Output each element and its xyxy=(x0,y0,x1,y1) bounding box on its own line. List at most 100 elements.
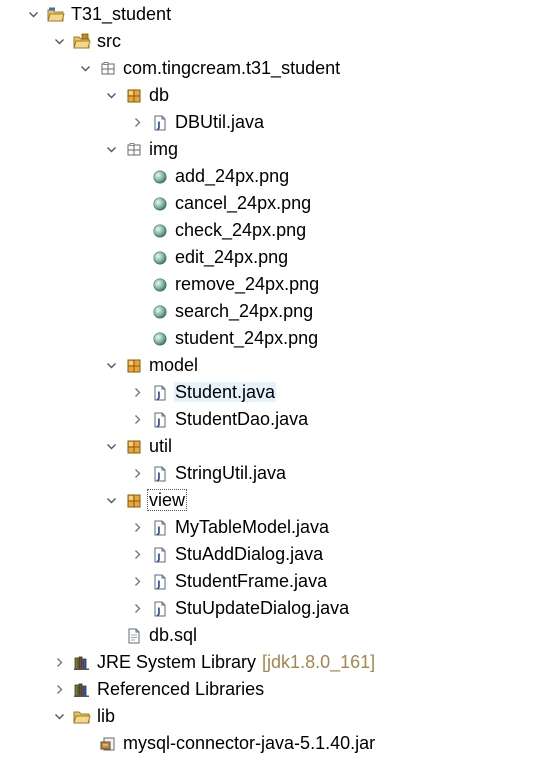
tree-item-cancel-png[interactable]: cancel_24px.png xyxy=(0,190,541,217)
chevron-right-icon[interactable] xyxy=(130,109,146,136)
tree-item-label: src xyxy=(96,28,122,55)
chevron-right-icon[interactable] xyxy=(130,379,146,406)
tree-item-text: db.sql xyxy=(149,625,198,645)
tree-item-stuupdatedialog-java[interactable]: J StuUpdateDialog.java xyxy=(0,595,541,622)
tree-item-util[interactable]: util xyxy=(0,433,541,460)
tree-item-label: StringUtil.java xyxy=(174,460,287,487)
tree-item-referenced-libraries[interactable]: Referenced Libraries xyxy=(0,676,541,703)
chevron-right-icon[interactable] xyxy=(130,514,146,541)
tree-item-text: MyTableModel.java xyxy=(175,517,330,537)
svg-text:J: J xyxy=(156,418,160,428)
chevron-down-icon[interactable] xyxy=(104,487,120,514)
java-file-icon: J xyxy=(151,519,169,537)
tree-item-label: view xyxy=(146,487,188,514)
tree-item-label: JRE System Library[jdk1.8.0_161] xyxy=(96,649,375,676)
tree-item-student-png[interactable]: student_24px.png xyxy=(0,325,541,352)
svg-text:J: J xyxy=(156,526,160,536)
tree-item-text: StuAddDialog.java xyxy=(175,544,324,564)
tree-item-text: mysql-connector-java-5.1.40.jar xyxy=(123,733,376,753)
tree-item-label: MyTableModel.java xyxy=(174,514,330,541)
chevron-down-icon[interactable] xyxy=(104,136,120,163)
chevron-right-icon[interactable] xyxy=(130,595,146,622)
tree-item-text: DBUtil.java xyxy=(175,112,265,132)
tree-item-mytablemodel-java[interactable]: J MyTableModel.java xyxy=(0,514,541,541)
chevron-down-icon[interactable] xyxy=(52,28,68,55)
tree-item-text: cancel_24px.png xyxy=(175,193,312,213)
java-file-icon: J xyxy=(151,384,169,402)
chevron-down-icon[interactable] xyxy=(104,352,120,379)
svg-text:J: J xyxy=(156,580,160,590)
tree-item-text: StringUtil.java xyxy=(175,463,287,483)
tree-item-check-png[interactable]: check_24px.png xyxy=(0,217,541,244)
tree-item-img[interactable]: img xyxy=(0,136,541,163)
chevron-right-icon[interactable] xyxy=(52,676,68,703)
package-empty-icon xyxy=(125,141,143,159)
package-icon xyxy=(125,357,143,375)
tree-item-text: model xyxy=(149,355,199,375)
chevron-right-icon[interactable] xyxy=(130,460,146,487)
chevron-down-icon[interactable] xyxy=(104,82,120,109)
tree-item-remove-png[interactable]: remove_24px.png xyxy=(0,271,541,298)
tree-item-label: check_24px.png xyxy=(174,217,307,244)
tree-item-label: DBUtil.java xyxy=(174,109,265,136)
tree-item-db[interactable]: db xyxy=(0,82,541,109)
tree-item-text: student_24px.png xyxy=(175,328,319,348)
chevron-down-icon[interactable] xyxy=(26,1,42,28)
tree-item-text: img xyxy=(149,139,179,159)
svg-text:J: J xyxy=(156,472,160,482)
tree-item-add-png[interactable]: add_24px.png xyxy=(0,163,541,190)
tree-item-label: StuUpdateDialog.java xyxy=(174,595,350,622)
tree-item-studentdao-java[interactable]: J StudentDao.java xyxy=(0,406,541,433)
package-icon xyxy=(125,87,143,105)
tree-item-label: Student.java xyxy=(174,379,277,406)
tree-item-studentframe-java[interactable]: J StudentFrame.java xyxy=(0,568,541,595)
tree-item-jre-library[interactable]: JRE System Library[jdk1.8.0_161] xyxy=(0,649,541,676)
tree-item-label: db xyxy=(148,82,170,109)
chevron-down-icon[interactable] xyxy=(78,55,94,82)
tree-item-text: Referenced Libraries xyxy=(97,679,265,699)
tree-item-view[interactable]: view xyxy=(0,487,541,514)
tree-item-src[interactable]: src xyxy=(0,28,541,55)
tree-item-label: util xyxy=(148,433,173,460)
tree-item-db-sql[interactable]: db.sql xyxy=(0,622,541,649)
chevron-right-icon[interactable] xyxy=(130,541,146,568)
tree-item-lib[interactable]: lib xyxy=(0,703,541,730)
image-file-icon xyxy=(151,330,169,348)
chevron-down-icon[interactable] xyxy=(104,433,120,460)
tree-item-search-png[interactable]: search_24px.png xyxy=(0,298,541,325)
tree-item-t31-student[interactable]: T31_student xyxy=(0,1,541,28)
tree-item-label: StudentFrame.java xyxy=(174,568,328,595)
tree-item-label: mysql-connector-java-5.1.40.jar xyxy=(122,730,376,757)
tree-item-label: StudentDao.java xyxy=(174,406,309,433)
tree-item-student-java[interactable]: J Student.java xyxy=(0,379,541,406)
tree-item-label: StuAddDialog.java xyxy=(174,541,324,568)
package-empty-icon xyxy=(99,60,117,78)
java-file-icon: J xyxy=(151,600,169,618)
tree-item-mysql-jar[interactable]: mysql-connector-java-5.1.40.jar xyxy=(0,730,541,757)
image-file-icon xyxy=(151,276,169,294)
chevron-down-icon[interactable] xyxy=(52,703,68,730)
tree-item-label: img xyxy=(148,136,179,163)
folder-icon xyxy=(73,708,91,726)
tree-item-text: add_24px.png xyxy=(175,166,290,186)
tree-item-stringutil-java[interactable]: J StringUtil.java xyxy=(0,460,541,487)
chevron-right-icon[interactable] xyxy=(52,649,68,676)
tree-item-text: StudentFrame.java xyxy=(175,571,328,591)
image-file-icon xyxy=(151,195,169,213)
tree-item-label: remove_24px.png xyxy=(174,271,320,298)
chevron-right-icon[interactable] xyxy=(130,406,146,433)
tree-item-text: StudentDao.java xyxy=(175,409,309,429)
svg-text:J: J xyxy=(156,607,160,617)
tree-item-label: Referenced Libraries xyxy=(96,676,265,703)
tree-item-text: T31_student xyxy=(71,4,172,24)
tree-item-label: add_24px.png xyxy=(174,163,290,190)
tree-item-edit-png[interactable]: edit_24px.png xyxy=(0,244,541,271)
image-file-icon xyxy=(151,222,169,240)
tree-item-label: model xyxy=(148,352,199,379)
tree-item-model[interactable]: model xyxy=(0,352,541,379)
chevron-right-icon[interactable] xyxy=(130,568,146,595)
tree-item-com-tingcream[interactable]: com.tingcream.t31_student xyxy=(0,55,541,82)
